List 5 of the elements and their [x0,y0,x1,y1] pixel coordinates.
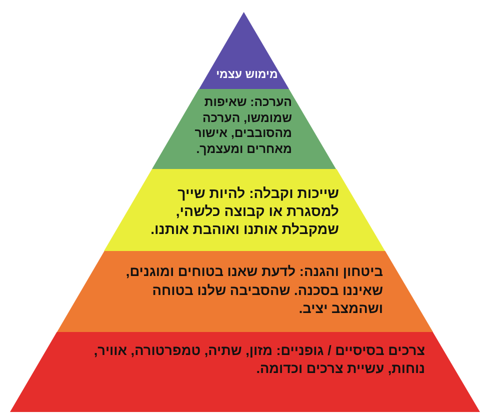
tier-label: צרכים בסיסיים / גופניים: מזון, שתיה, טמפרטורה, אוויר, נוחות, עשיית צרכים וכדומה. [92,342,425,378]
tier-label: שייכות וקבלה: להיות שייך למסגרת או קבוצה כלשהי, שמקבלת אותנו ואוהבת אותנו. [150,184,339,238]
tier-label: הערכה: שאיפות שמומשו, הערכה מהסובבים, אישור מאחרים ומעצמך. [194,95,292,158]
tier-label: ביטחון והגנה: לדעת שאנו בטוחים ומוגנים, שאיננו בסכנה. שהסביבה שלנו בטוחה ושהמצב יציב. [124,263,383,318]
tier-label: מימוש עצמי [215,68,279,83]
